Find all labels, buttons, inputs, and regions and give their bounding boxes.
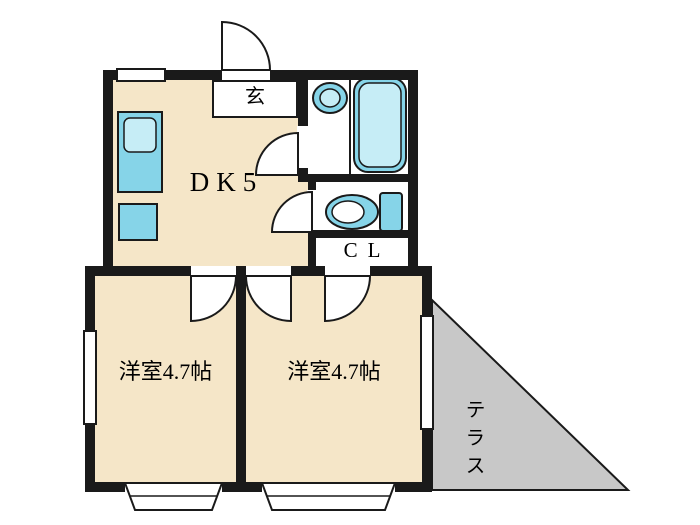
bathroom-door-opening	[297, 126, 309, 168]
toilet-door-arc	[270, 190, 313, 233]
washbasin-inner-icon	[319, 88, 341, 108]
wall	[298, 174, 418, 182]
closet-label: CL	[343, 238, 391, 262]
entrance-door-arc	[221, 20, 272, 71]
dining-kitchen-label: DK5	[189, 167, 264, 197]
kitchen-window	[116, 68, 166, 82]
wall	[270, 70, 418, 80]
bedroom-right-window	[420, 315, 434, 430]
wall	[85, 482, 125, 492]
bathroom-door-arc	[254, 131, 299, 176]
wall	[308, 182, 316, 190]
wall	[222, 482, 262, 492]
wall	[408, 70, 418, 266]
wall	[422, 266, 432, 315]
bedroom-right-door-arc	[244, 275, 292, 323]
wall	[291, 266, 325, 276]
kitchen-sink-icon	[123, 117, 157, 153]
terrace-label: テラス	[462, 399, 484, 483]
bedroom-right-label: 洋室4.7帖	[287, 359, 381, 384]
wall	[308, 238, 316, 266]
wall	[85, 425, 95, 492]
bedroom-left-label: 洋室4.7帖	[118, 359, 213, 384]
wall	[85, 266, 95, 330]
bedroom-left-door-arc	[190, 275, 238, 323]
wall	[308, 230, 418, 238]
closet-floor	[316, 238, 408, 266]
stove-icon	[118, 203, 158, 241]
bedroom-left-window	[83, 330, 97, 425]
wall	[422, 430, 432, 492]
wall	[236, 266, 246, 492]
wall	[395, 482, 432, 492]
wall	[298, 80, 308, 126]
bathtub-inner-icon	[358, 82, 402, 168]
toilet-bowl-inner-icon	[331, 200, 365, 224]
wall	[103, 70, 113, 266]
closet-door-arc	[324, 275, 372, 323]
entrance-hall	[212, 80, 298, 118]
wall	[85, 266, 191, 276]
wall	[370, 266, 432, 276]
entrance-label: 玄	[245, 86, 265, 108]
